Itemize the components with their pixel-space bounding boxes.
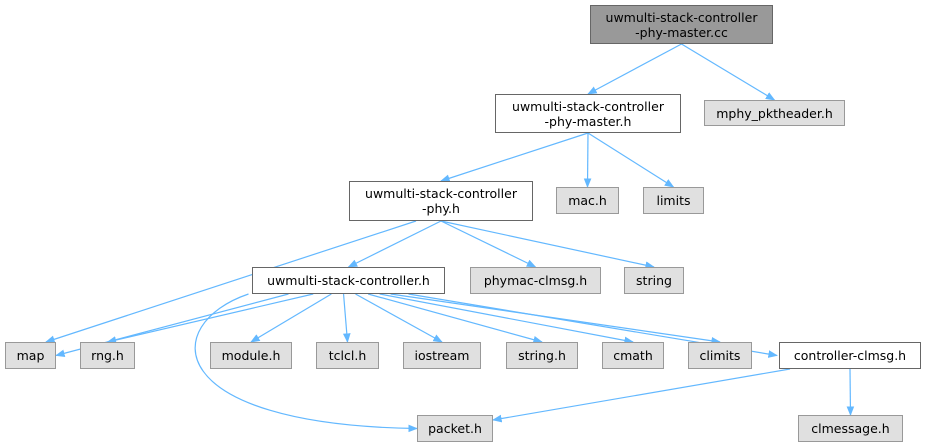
- node-rng-h: rng.h: [80, 342, 135, 369]
- edge-ctrl_clmsg-to-clmessage: [846, 368, 855, 416]
- edge-root-to-mphy_pkt: [681, 43, 776, 101]
- node-label: uwmulti-stack-controller: [365, 186, 517, 201]
- node-label: string: [636, 273, 672, 288]
- node-label: -phy-master.cc: [635, 24, 728, 40]
- node-mac-h: mac.h: [556, 187, 619, 214]
- node-master-h[interactable]: uwmulti-stack-controller-phy-master.h: [495, 94, 681, 133]
- edge-ctrl_h-to-string_h: [367, 293, 543, 344]
- node-label: uwmulti-stack-controller.h: [267, 273, 430, 288]
- node-string: string: [624, 267, 684, 294]
- node-label: cmath: [613, 348, 653, 363]
- edge-phy_h-to-map: [45, 220, 417, 343]
- node-label: string.h: [518, 348, 566, 363]
- node-label: phymac-clmsg.h: [483, 273, 588, 288]
- node-label: iostream: [414, 348, 470, 363]
- edge-ctrl_h-to-iostream: [355, 293, 443, 343]
- edge-ctrl_clmsg-to-packet_h: [492, 368, 791, 423]
- node-label: tclcl.h: [328, 348, 367, 363]
- node-ctrl-clmsg[interactable]: controller-clmsg.h: [779, 342, 921, 369]
- edge-master_h-to-limits: [587, 132, 675, 188]
- node-ctrl-h[interactable]: uwmulti-stack-controller.h: [252, 267, 445, 294]
- edge-master_h-to-mac_h: [583, 132, 592, 188]
- node-module-h: module.h: [210, 342, 292, 369]
- edge-phy_h-to-string: [440, 220, 655, 269]
- node-label: controller-clmsg.h: [793, 348, 907, 363]
- node-label: limits: [656, 193, 691, 208]
- node-iostream: iostream: [403, 342, 481, 369]
- edge-root-to-master_h: [587, 43, 682, 95]
- node-map: map: [5, 342, 56, 369]
- node-phymac: phymac-clmsg.h: [470, 267, 601, 294]
- node-phy-h[interactable]: uwmulti-stack-controller-phy.h: [349, 181, 533, 221]
- node-clmessage: clmessage.h: [798, 415, 903, 442]
- node-root: uwmulti-stack-controller-phy-master.cc: [590, 5, 773, 44]
- node-string-h: string.h: [506, 342, 578, 369]
- node-label: uwmulti-stack-controller: [512, 98, 664, 114]
- edge-ctrl_h-to-rng_h: [106, 293, 314, 344]
- node-mphy-pkt: mphy_pktheader.h: [704, 100, 845, 126]
- edge-ctrl_h-to-module_h: [250, 293, 332, 343]
- node-label: module.h: [221, 348, 281, 363]
- node-label: uwmulti-stack-controller: [605, 9, 758, 25]
- node-label: packet.h: [428, 421, 482, 436]
- edge-master_h-to-phy_h: [440, 132, 589, 182]
- edge-phy_h-to-phymac: [440, 220, 537, 268]
- node-label: clmessage.h: [811, 421, 890, 436]
- edge-phy_h-to-ctrl_h: [347, 220, 442, 268]
- node-label: -phy-master.h: [544, 113, 632, 129]
- node-label: rng.h: [91, 348, 124, 363]
- node-label: climits: [699, 348, 741, 363]
- node-tclcl-h: tclcl.h: [316, 342, 379, 369]
- node-cmath: cmath: [602, 342, 664, 369]
- edge-ctrl_h-to-tclcl_h: [342, 293, 351, 343]
- node-packet-h: packet.h: [417, 415, 493, 442]
- node-limits: limits: [643, 187, 704, 214]
- node-label: -phy.h: [422, 201, 460, 216]
- node-climits: climits: [688, 342, 752, 369]
- edge-ctrl_h-to-packet_h: [194, 293, 418, 433]
- node-label: mphy_pktheader.h: [716, 105, 833, 121]
- edge-ctrl_h-to-cmath: [379, 293, 634, 345]
- node-label: map: [16, 348, 45, 363]
- node-label: mac.h: [568, 193, 607, 208]
